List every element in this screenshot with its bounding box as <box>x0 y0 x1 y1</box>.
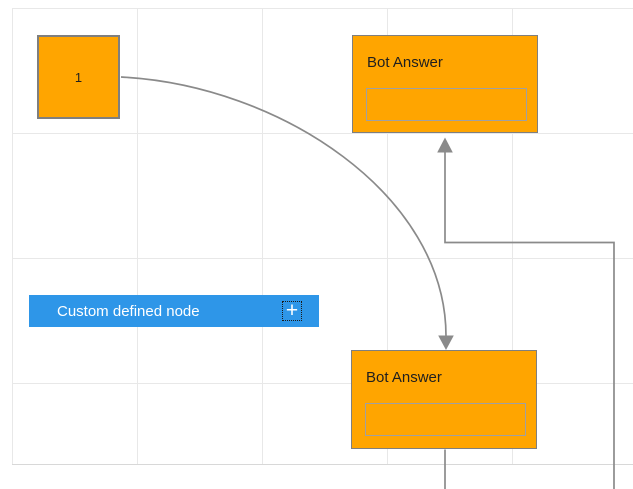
bot-answer-field[interactable] <box>365 403 526 436</box>
bot-answer-field[interactable] <box>366 88 527 121</box>
node-start-label: 1 <box>74 69 83 85</box>
add-port-button[interactable]: + <box>282 298 302 322</box>
custom-node-label: Custom defined node <box>57 302 200 320</box>
node-bot-answer-bottom[interactable]: Bot Answer <box>351 350 537 449</box>
bot-answer-title: Bot Answer <box>366 369 442 386</box>
node-bot-answer-top[interactable]: Bot Answer <box>352 35 538 133</box>
plus-icon: + <box>285 298 299 322</box>
bot-answer-title: Bot Answer <box>367 54 443 71</box>
node-start[interactable]: 1 <box>37 35 120 119</box>
node-custom-defined[interactable]: Custom defined node + <box>29 295 319 327</box>
